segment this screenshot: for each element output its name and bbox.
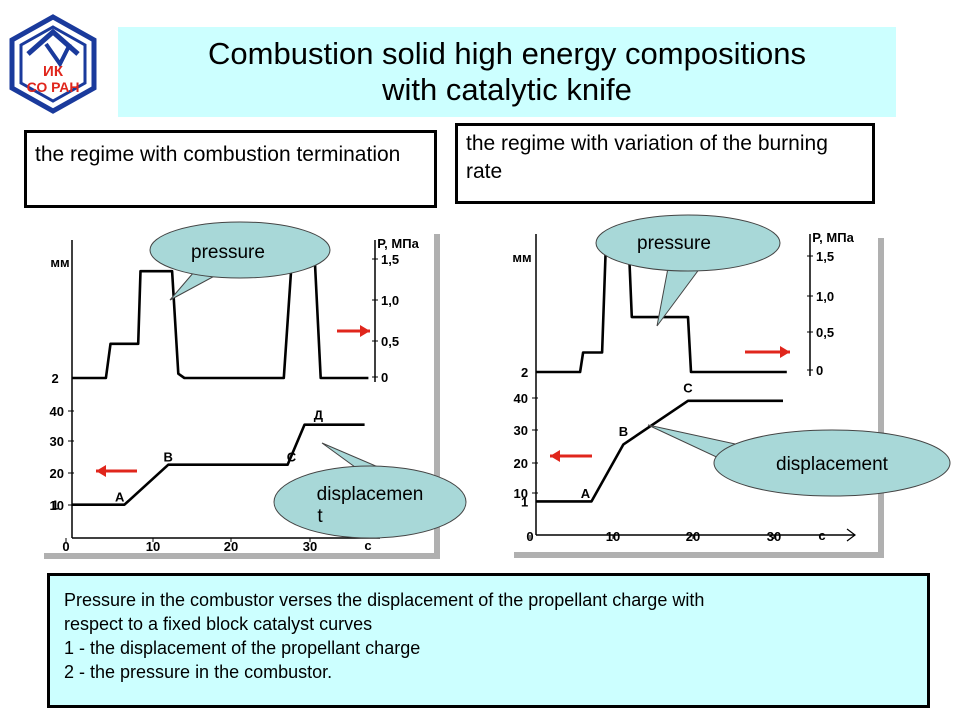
chart-left-pressure-callout-fill — [151, 223, 329, 277]
chart-right-right-tick-label: 1,0 — [816, 289, 834, 304]
chart-left-point-label: 2 — [51, 371, 58, 386]
chart-left-displacement-callout-text-wrap: t — [317, 506, 323, 527]
chart-left-x-tick-label: 30 — [303, 539, 317, 554]
chart-right-left-tick-label: 40 — [514, 391, 528, 406]
chart-left-point-label: 1 — [51, 498, 58, 513]
page-title-line1: Combustion solid high energy composition… — [208, 36, 806, 71]
chart-right-series-1-line — [536, 399, 783, 503]
title-banner: Combustion solid high energy composition… — [118, 27, 896, 117]
caption-line3: 1 - the displacement of the propellant c… — [64, 638, 421, 658]
chart-right-x-tick-label: 0 — [526, 529, 533, 544]
chart-left-left-tick-label: 10 — [50, 498, 64, 513]
chart-left-right-tick-label: 0 — [381, 370, 388, 385]
chart-right-displacement-callout-fill — [715, 431, 949, 495]
logo-line2: СО РАН — [27, 79, 80, 95]
chart-left-point-label: А — [115, 489, 125, 504]
chart-left-right-axis-label: P, МПа — [377, 236, 419, 251]
chart-left-right-tick-label: 1,5 — [381, 252, 399, 267]
chart-left-pressure-callout-text: pressure — [191, 242, 265, 263]
chart-right-right-tick-label: 0,5 — [816, 325, 834, 340]
chart-right-left-tick-label: 20 — [514, 456, 528, 471]
chart-left-point-label: С — [287, 449, 297, 464]
chart-right-pressure-callout-fill — [597, 216, 779, 270]
chart-left-x-tick-label: 20 — [224, 539, 238, 554]
figure-caption: Pressure in the combustor verses the dis… — [47, 573, 930, 708]
chart-left-series-1-line — [72, 423, 365, 507]
chart-left-left-axis-label: мм — [50, 255, 69, 270]
chart-right-left-axis-label: мм — [512, 250, 531, 265]
chart-right-x-axis-arrowhead — [846, 528, 856, 542]
chart-right-x-tick-label: 30 — [767, 529, 781, 544]
chart-right-right-tick-label: 1,5 — [816, 249, 834, 264]
chart-right-direction-arrowhead-icon — [780, 346, 790, 358]
chart-left-point-label: В — [164, 449, 173, 464]
chart-left-direction-arrowhead-icon — [360, 325, 370, 337]
chart-left-left-tick-label: 20 — [50, 466, 64, 481]
chart-left-left-tick-label: 40 — [50, 404, 64, 419]
chart-right-displacement-callout-text: displacement — [776, 454, 889, 475]
chart-right-direction-arrowhead-icon — [550, 450, 560, 462]
chart-right-point-label: В — [619, 424, 628, 439]
chart-right-point-label: 1 — [521, 494, 528, 509]
page-title-line2: with catalytic knife — [382, 72, 632, 107]
logo-line1: ИК — [43, 63, 64, 80]
chart-right-point-label: С — [683, 380, 693, 395]
chart-left-displacement-callout-text: displacemen — [317, 484, 424, 505]
chart-left-x-tick-label: 10 — [146, 539, 160, 554]
chart-right-x-tick-label: 20 — [686, 529, 700, 544]
chart-right-panel — [508, 232, 878, 552]
caption-line2: respect to a fixed block catalyst curves — [64, 614, 373, 634]
chart-left-direction-arrowhead-icon — [96, 465, 106, 477]
institute-logo-icon: ИК СО РАН — [9, 14, 97, 114]
chart-right-left-tick-label: 30 — [514, 423, 528, 438]
chart-left-right-tick-label: 1,0 — [381, 293, 399, 308]
regime-label-right: the regime with variation of the burning… — [455, 123, 875, 204]
chart-right-pressure-callout-text: pressure — [637, 233, 711, 254]
chart-right-x-axis-label: с — [818, 528, 825, 543]
chart-right-left-tick-label: 10 — [514, 486, 528, 501]
chart-right-point-label: 2 — [521, 365, 528, 380]
chart-left-left-tick-label: 30 — [50, 434, 64, 449]
chart-left-point-label: Д — [314, 408, 324, 423]
chart-left-displacement-callout-fill — [275, 467, 465, 537]
caption-line1: Pressure in the combustor verses the dis… — [64, 590, 705, 610]
chart-right-right-tick-label: 0 — [816, 363, 823, 378]
chart-right-right-axis-label: P, МПа — [812, 230, 854, 245]
caption-line4: 2 - the pressure in the combustor. — [64, 662, 333, 682]
chart-left-origin-label: 0 — [62, 539, 69, 554]
regime-label-left: the regime with combustion termination — [24, 130, 437, 208]
chart-left-x-axis-label: с — [364, 538, 371, 553]
chart-left-right-tick-label: 0,5 — [381, 334, 399, 349]
chart-right-x-tick-label: 10 — [606, 529, 620, 544]
chart-right-point-label: А — [581, 486, 591, 501]
